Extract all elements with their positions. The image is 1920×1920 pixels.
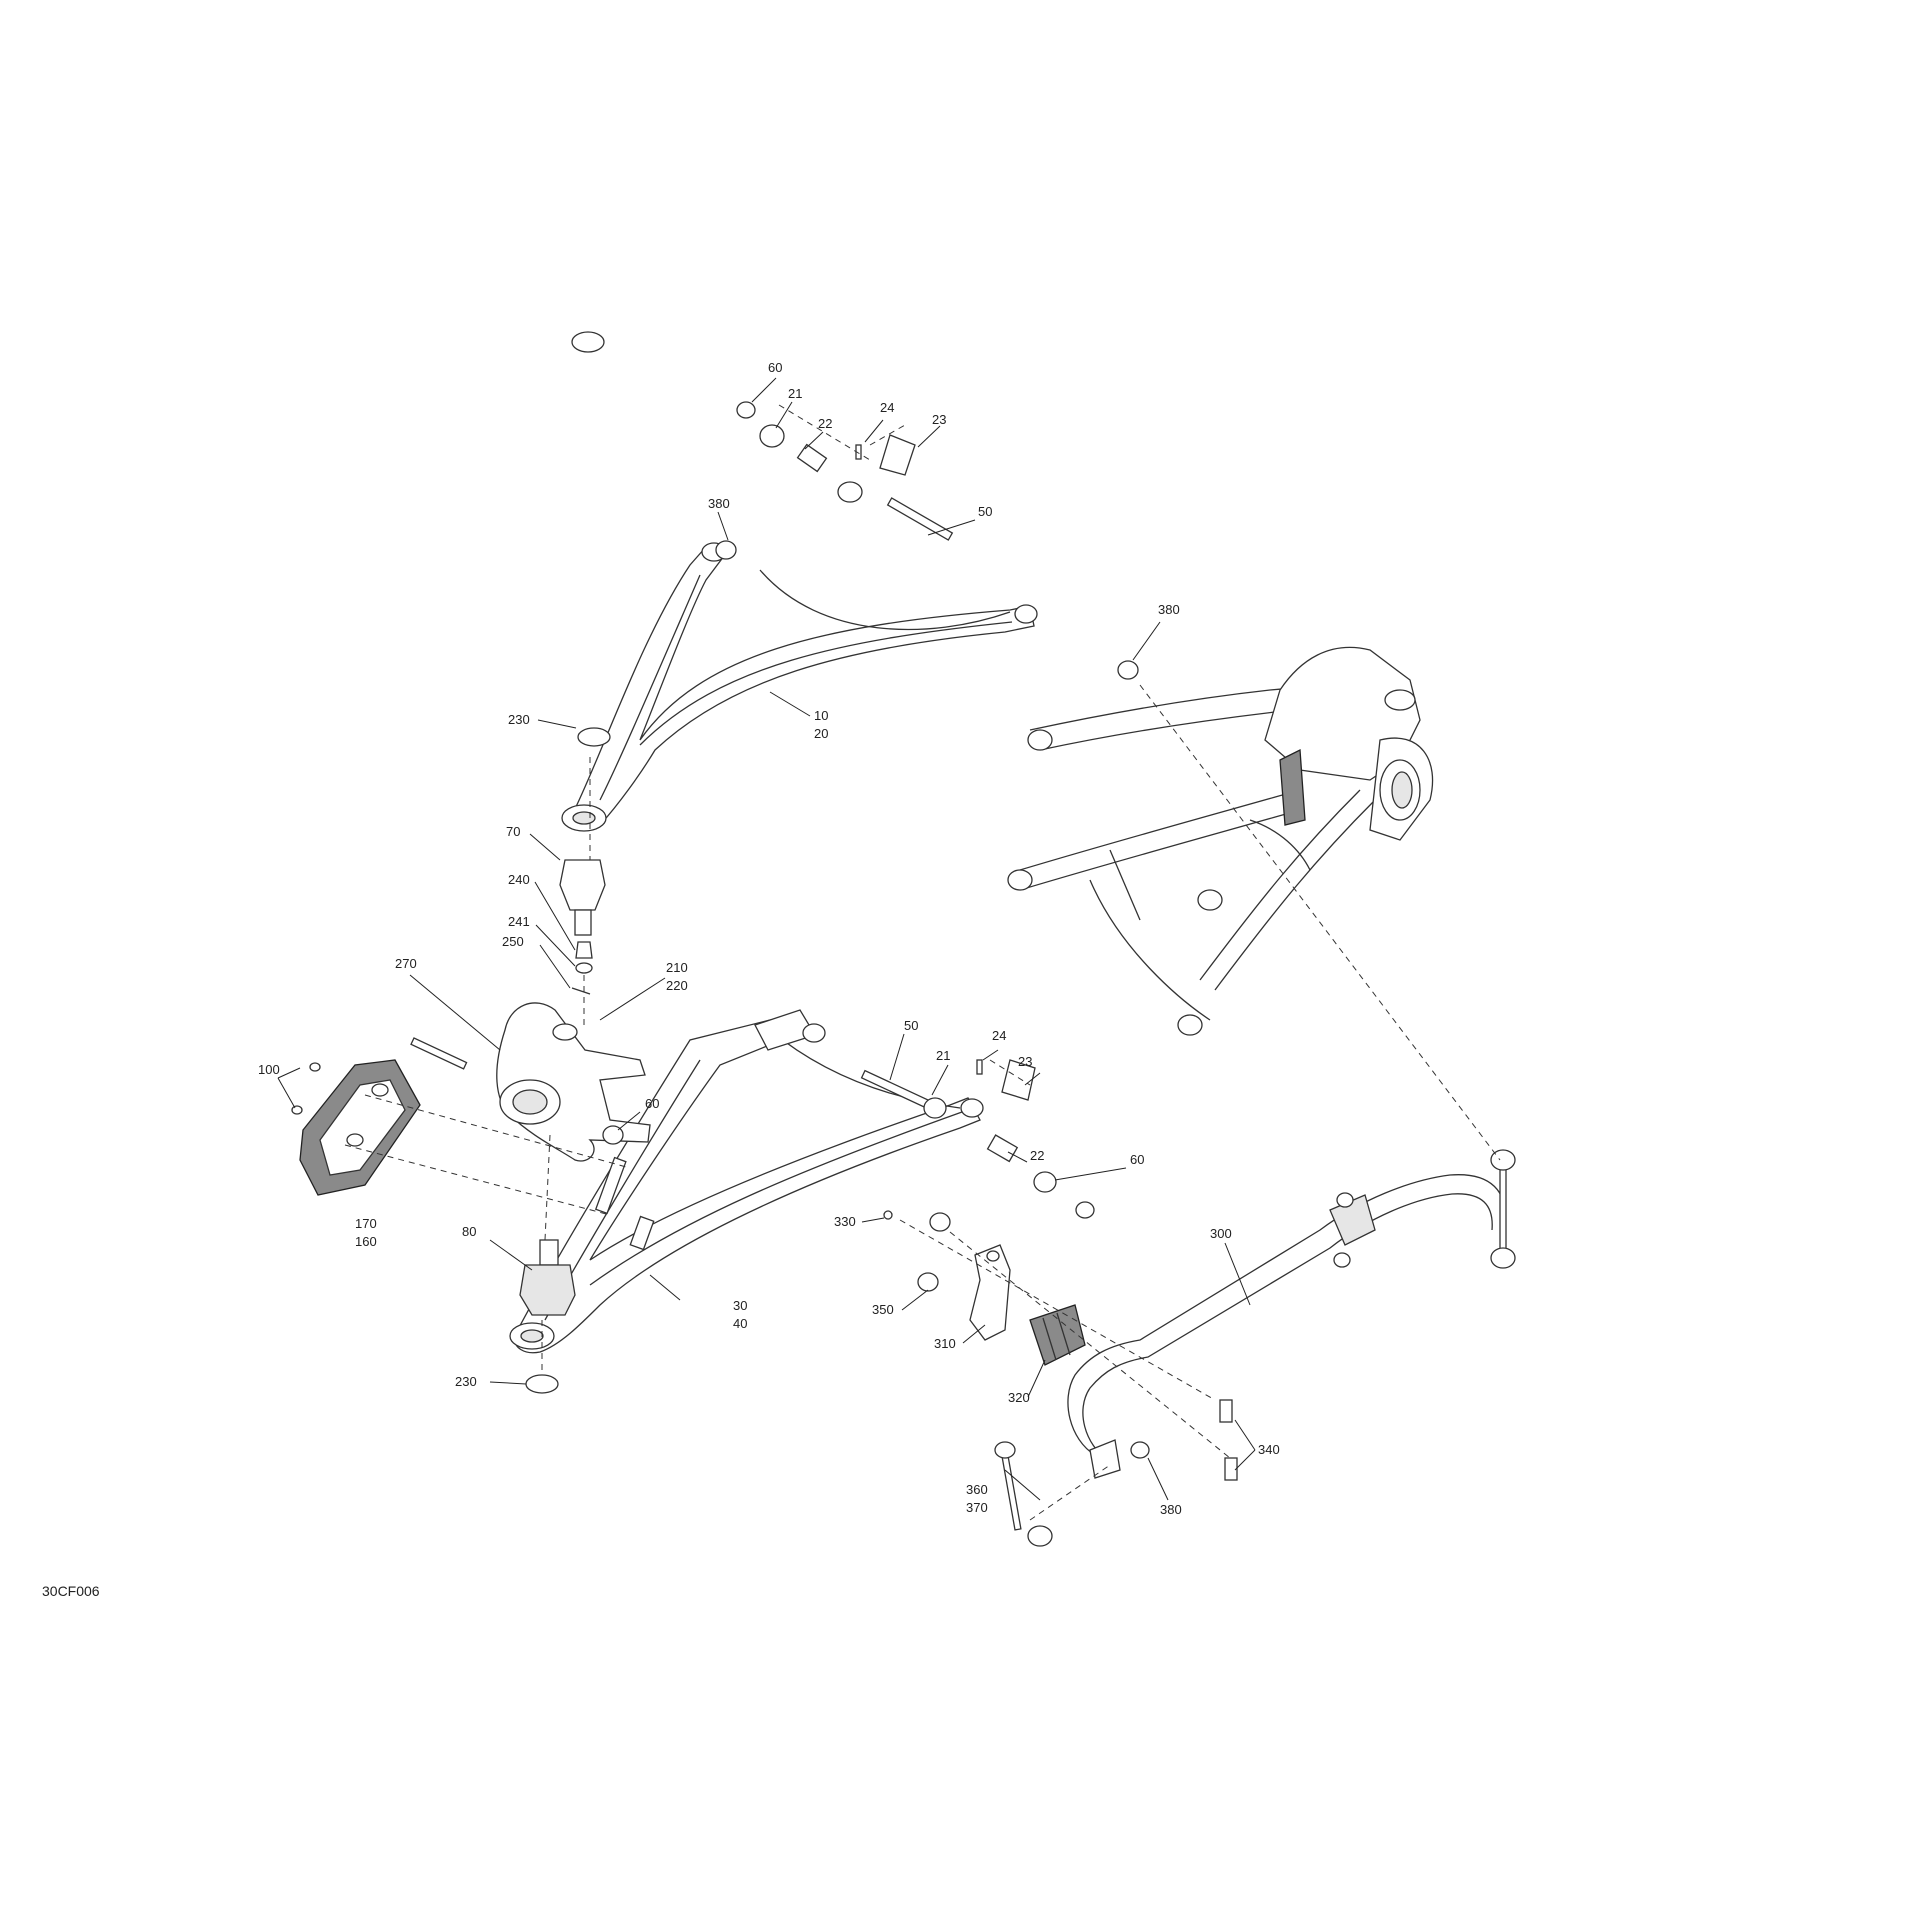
callout-380: 380 [1158,602,1180,617]
assembled-suspension-view [1007,646,1434,1036]
callout-320: 320 [1008,1390,1030,1405]
callout-220: 220 [666,978,688,993]
callout-24: 24 [992,1028,1006,1043]
upper-a-arm [561,542,1038,832]
stabilizer-hardware [883,1210,1238,1547]
callout-20: 20 [814,726,828,741]
ball-joint-lower [519,1239,576,1316]
callout-230: 230 [455,1374,477,1389]
callout-23: 23 [1018,1054,1032,1069]
callout-350: 350 [872,1302,894,1317]
callout-60: 60 [645,1096,659,1111]
callout-300: 300 [1210,1226,1232,1241]
callout-340: 340 [1258,1442,1280,1457]
callout-22: 22 [818,416,832,431]
callout-labels: 60 21 22 24 23 380 50 380 230 10 20 70 2… [258,360,1280,1517]
callout-60: 60 [1130,1152,1144,1167]
stabilizer-bushing [1029,1304,1086,1366]
callout-240: 240 [508,872,530,887]
diagram-reference-code: 30CF006 [42,1583,100,1599]
callout-360: 360 [966,1482,988,1497]
callout-80: 80 [462,1224,476,1239]
callout-21: 21 [936,1048,950,1063]
callout-230: 230 [508,712,530,727]
circlip-upper [577,727,611,747]
callout-24: 24 [880,400,894,415]
callout-270: 270 [395,956,417,971]
knuckle [496,1002,651,1162]
stabilizer-bar [1067,1149,1516,1479]
callout-30: 30 [733,1298,747,1313]
callout-380: 380 [708,496,730,511]
callout-160: 160 [355,1234,377,1249]
callout-40: 40 [733,1316,747,1331]
callout-50: 50 [978,504,992,519]
a-arm-guard [299,1059,421,1196]
ball-joint-upper [559,859,606,936]
callout-70: 70 [506,824,520,839]
upper-arm-hardware [715,401,1139,680]
callout-170: 170 [355,1216,377,1231]
callout-22: 22 [1030,1148,1044,1163]
callout-60: 60 [768,360,782,375]
callout-241: 241 [508,914,530,929]
lower-a-arm [509,1009,984,1354]
assembly-lines [344,404,1501,1521]
callout-370: 370 [966,1500,988,1515]
ball-joint-hardware [571,331,605,995]
leader-lines [277,377,1256,1501]
callout-210: 210 [666,960,688,975]
callout-330: 330 [834,1214,856,1229]
callout-380: 380 [1160,1502,1182,1517]
callout-10: 10 [814,708,828,723]
lower-arm-hardware [291,1037,1095,1219]
stabilizer-bracket [969,1244,1011,1341]
callout-310: 310 [934,1336,956,1351]
callout-23: 23 [932,412,946,427]
callout-100: 100 [258,1062,280,1077]
circlip-lower [525,1374,559,1394]
callout-250: 250 [502,934,524,949]
callout-50: 50 [904,1018,918,1033]
callout-21: 21 [788,386,802,401]
